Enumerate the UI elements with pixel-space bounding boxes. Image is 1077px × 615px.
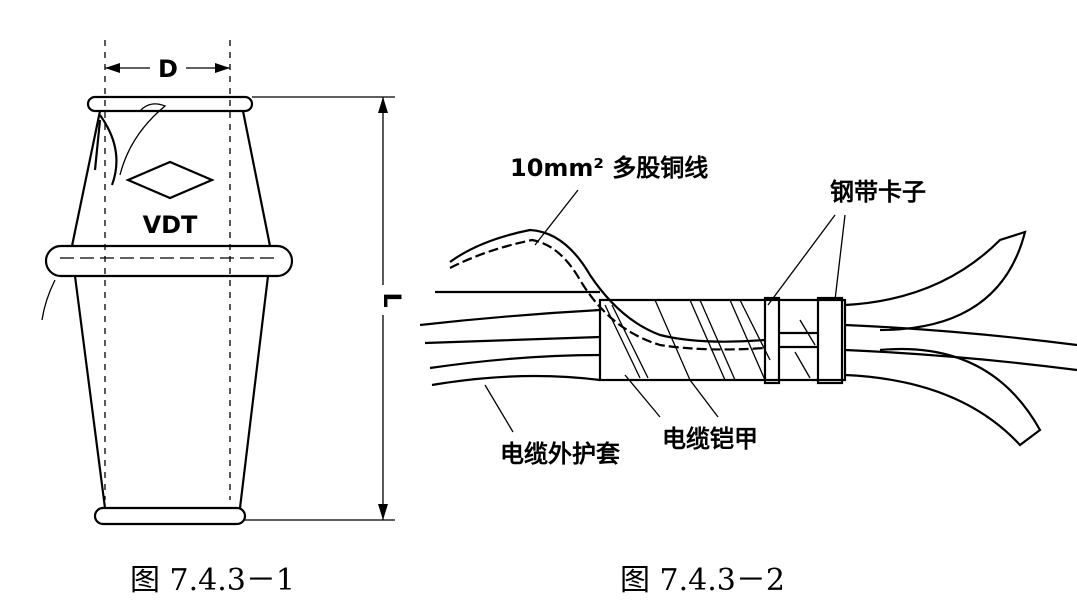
figure-1-caption: 图 7.4.3－1 — [130, 563, 295, 598]
cutaway — [93, 114, 118, 186]
cable-armor-label: 电缆铠甲 — [662, 425, 758, 453]
wire-right-bottom — [844, 348, 1042, 447]
copper-wire-label: 10mm² 多股铜线 — [510, 154, 708, 182]
figure-1-sleeve: D VDT L 图 7.4.3－1 — [41, 40, 406, 598]
lower-body — [73, 275, 270, 509]
bottom-ring — [93, 506, 247, 526]
cable-sheath — [419, 290, 601, 387]
brand-label: VDT — [143, 211, 198, 239]
cable-armor — [598, 298, 847, 382]
diamond-logo — [125, 160, 215, 200]
middle-ring — [44, 244, 294, 278]
d-label: D — [158, 55, 178, 83]
figure-2-cable: 10mm² 多股铜线 钢带卡子 电缆外护套 电缆铠甲 图 7.4.3－2 — [419, 154, 1077, 598]
upper-body — [70, 110, 272, 247]
figure-2-caption: 图 7.4.3－2 — [620, 563, 785, 598]
steel-clamp-2 — [816, 296, 844, 385]
l-label: L — [378, 292, 406, 307]
wire-right-top — [844, 230, 1027, 332]
wire-right-middle — [844, 323, 1077, 372]
top-ring — [86, 95, 254, 113]
steel-clamp-1 — [763, 296, 781, 385]
steel-clamp-label: 钢带卡子 — [830, 178, 926, 206]
cable-sheath-label: 电缆外护套 — [500, 440, 621, 468]
copper-wire — [449, 228, 766, 343]
